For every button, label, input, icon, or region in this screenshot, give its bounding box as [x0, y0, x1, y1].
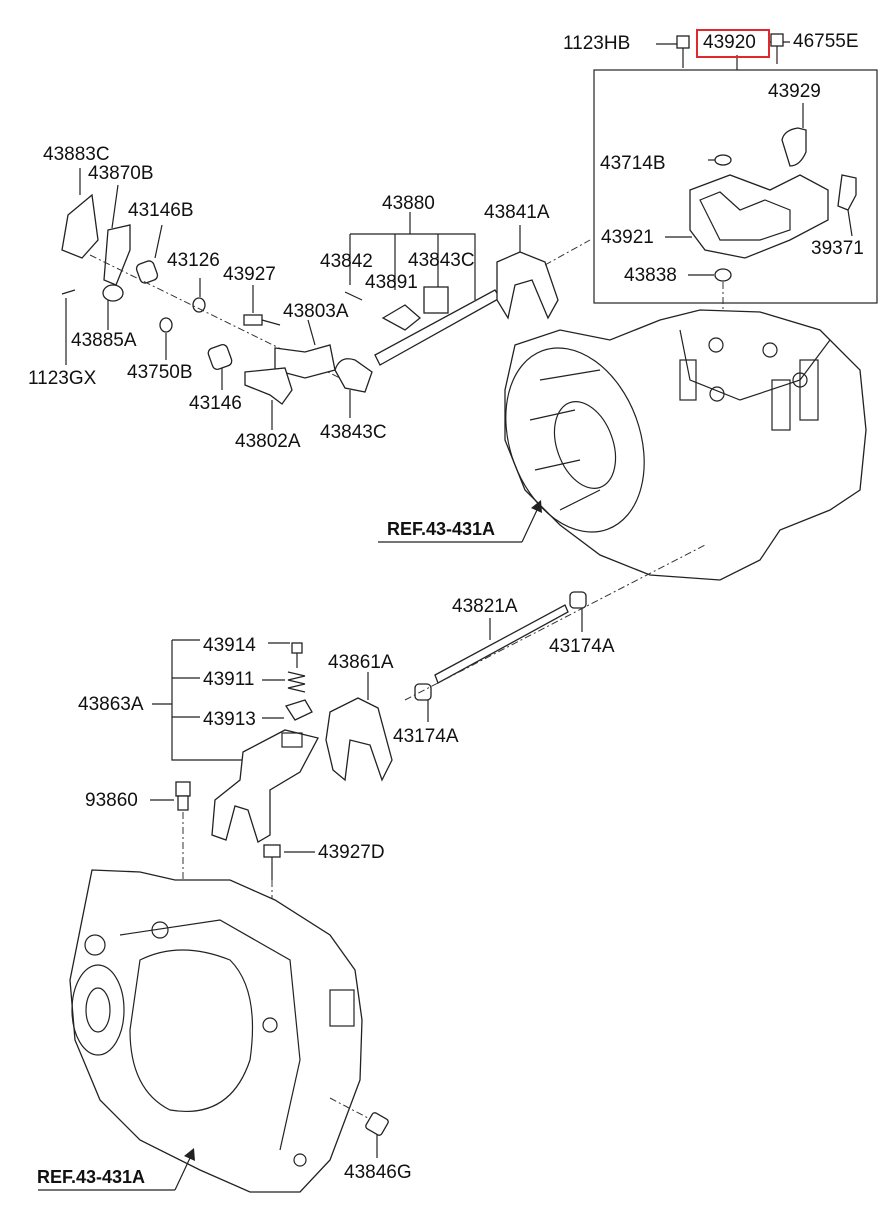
label-43929[interactable]: 43929 — [768, 81, 821, 102]
label-43174a-right[interactable]: 43174A — [549, 636, 615, 657]
bracket-43921[interactable] — [665, 174, 829, 259]
label-43843c-top[interactable]: 43843C — [408, 250, 475, 271]
shaft-43821a[interactable] — [434, 604, 569, 684]
sensor-93860[interactable] — [150, 781, 191, 811]
transmission-case-upper — [504, 309, 867, 581]
bushing-43146b[interactable] — [135, 224, 163, 284]
label-43863a[interactable]: 43863A — [78, 694, 144, 715]
clip-43929[interactable] — [781, 103, 807, 167]
label-39371[interactable]: 39371 — [811, 238, 864, 259]
bushing-43174a-mid[interactable] — [414, 683, 432, 722]
label-1123hb[interactable]: 1123HB — [563, 33, 631, 54]
pin-43914[interactable] — [268, 642, 303, 668]
screw-1123gx[interactable] — [61, 289, 76, 365]
label-43843c-bot[interactable]: 43843C — [320, 422, 387, 443]
label-43750b[interactable]: 43750B — [127, 362, 193, 383]
label-43927d[interactable]: 43927D — [318, 842, 385, 863]
selected-part-highlight — [696, 29, 770, 58]
label-43921[interactable]: 43921 — [601, 227, 654, 248]
bushing-43146[interactable] — [207, 343, 233, 390]
label-43885a[interactable]: 43885A — [71, 330, 137, 351]
bushing-43174a-right[interactable] — [569, 591, 587, 632]
label-43821a[interactable]: 43821A — [452, 596, 518, 617]
label-43861a[interactable]: 43861A — [328, 652, 394, 673]
lever-43870b[interactable] — [103, 184, 131, 286]
bracket-group-frame — [593, 69, 878, 304]
label-43842[interactable]: 43842 — [320, 251, 373, 272]
label-43846g[interactable]: 43846G — [344, 1162, 412, 1183]
label-43920[interactable]: 43920 — [703, 32, 756, 53]
ring-43126[interactable] — [192, 278, 206, 313]
bolt-1123hb[interactable] — [676, 35, 690, 68]
bolt-43927d[interactable] — [263, 844, 315, 880]
sleeve-43843c-bot[interactable] — [334, 358, 373, 418]
ref-leader-lower — [38, 1148, 195, 1191]
bushing-43885a[interactable] — [102, 284, 124, 330]
plate-43913[interactable] — [262, 699, 313, 721]
fork-43863a[interactable] — [211, 729, 319, 843]
label-43841a[interactable]: 43841A — [484, 202, 550, 223]
label-43126[interactable]: 43126 — [167, 250, 220, 271]
plate-43883c[interactable] — [61, 168, 99, 259]
label-43174a-mid[interactable]: 43174A — [393, 726, 459, 747]
bolt-46755e[interactable] — [770, 33, 784, 64]
bolt-43927[interactable] — [243, 285, 281, 326]
label-43146[interactable]: 43146 — [189, 393, 242, 414]
label-43146b[interactable]: 43146B — [128, 200, 194, 221]
label-43914[interactable]: 43914 — [203, 635, 256, 656]
plug-43846g[interactable] — [365, 1112, 390, 1158]
pin-43842[interactable] — [344, 291, 363, 301]
label-43870b[interactable]: 43870B — [88, 163, 154, 184]
ref-leader-upper — [378, 500, 542, 543]
clip-39371[interactable] — [837, 174, 857, 237]
fork-43861a[interactable] — [325, 672, 393, 782]
label-43883c[interactable]: 43883C — [43, 144, 110, 165]
ref-label-upper[interactable]: REF.43-431A — [387, 519, 496, 539]
transmission-case-lower — [69, 869, 363, 1193]
label-46755e[interactable]: 46755E — [793, 31, 859, 52]
label-1123gx[interactable]: 1123GX — [28, 368, 97, 389]
label-43891[interactable]: 43891 — [365, 272, 418, 293]
label-43913[interactable]: 43913 — [203, 709, 256, 730]
label-43911[interactable]: 43911 — [203, 669, 255, 690]
spring-43911[interactable] — [262, 671, 306, 693]
label-43927[interactable]: 43927 — [223, 264, 276, 285]
ring-43750b[interactable] — [159, 317, 173, 360]
fork-43841a[interactable] — [496, 225, 559, 320]
block-43891[interactable] — [381, 304, 422, 331]
label-93860[interactable]: 93860 — [85, 790, 138, 811]
label-43880[interactable]: 43880 — [382, 193, 435, 214]
nut-43838[interactable] — [688, 268, 732, 282]
washer-43714b[interactable] — [708, 154, 732, 166]
label-43714b[interactable]: 43714B — [600, 153, 666, 174]
label-43838[interactable]: 43838 — [624, 265, 677, 286]
label-43803a[interactable]: 43803A — [283, 301, 349, 322]
block-43843c-top[interactable] — [423, 286, 449, 314]
lever-43802a[interactable] — [244, 367, 293, 430]
ref-label-lower[interactable]: REF.43-431A — [37, 1167, 146, 1187]
label-43802a[interactable]: 43802A — [235, 431, 301, 452]
